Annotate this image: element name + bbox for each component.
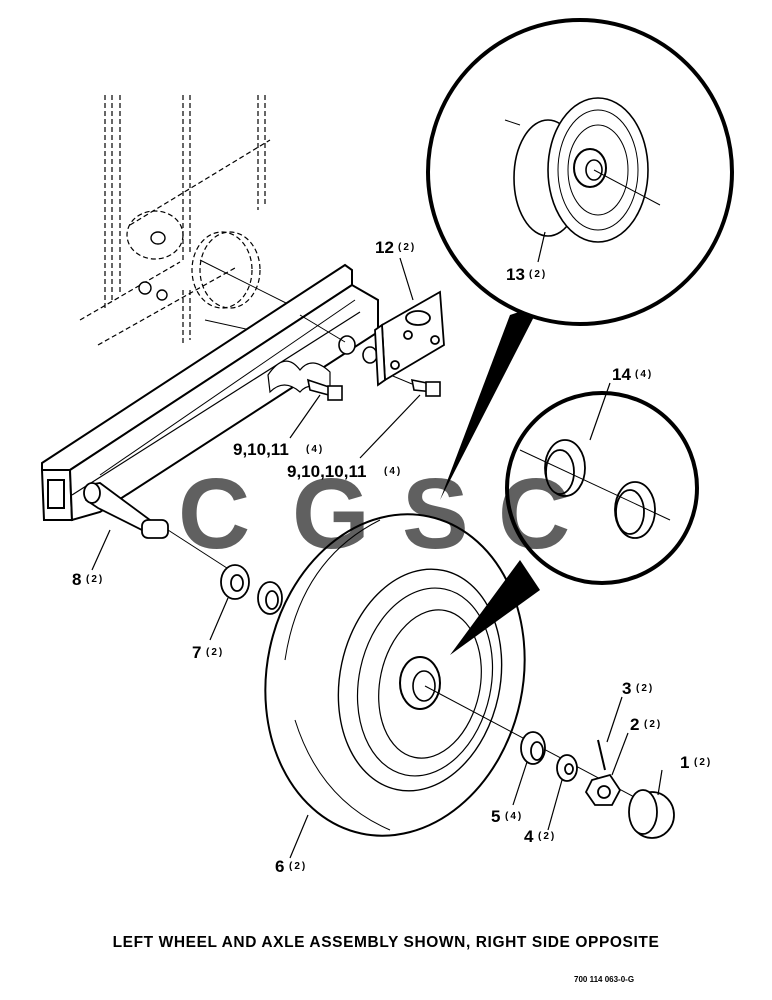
- detail-circle-14: [450, 391, 699, 655]
- callout-12: 12 (2): [375, 238, 416, 257]
- callout-1-number: 1: [680, 753, 689, 772]
- callout-4-qty: (2): [538, 831, 556, 842]
- callout-1: 1 (2): [680, 753, 712, 772]
- callout-3-qty: (2): [636, 683, 654, 694]
- callout-14-number: 14: [612, 365, 631, 384]
- callout-5-number: 5: [491, 807, 500, 826]
- machine-frame: [79, 95, 271, 346]
- callout-4-number: 4: [524, 827, 534, 846]
- axle-spindle: [83, 482, 231, 571]
- figure-caption: LEFT WHEEL AND AXLE ASSEMBLY SHOWN, RIGH…: [112, 934, 660, 951]
- callout-1-qty: (2): [694, 757, 712, 768]
- watermark-letter-c2: C: [498, 458, 570, 570]
- callout-7-qty: (2): [206, 647, 224, 658]
- callout-12-qty: (2): [398, 242, 416, 253]
- leader-lines: [91, 231, 663, 859]
- cgsc-watermark: C G S C: [178, 458, 570, 570]
- detail-circle-13: [426, 18, 734, 500]
- callout-13-qty: (2): [529, 269, 547, 280]
- callout-6-number: 6: [275, 857, 284, 876]
- callout-7: 7 (2): [192, 643, 224, 662]
- callout-5-qty: (4): [505, 811, 523, 822]
- callout-9-10-10-11: 9,10,10,11 (4): [287, 462, 402, 481]
- callout-13: 13 (2): [506, 265, 547, 284]
- axle-beam: [40, 263, 379, 522]
- watermark-letter-c1: C: [178, 458, 250, 570]
- callout-8-qty: (2): [86, 574, 104, 585]
- callout-6: 6 (2): [275, 857, 307, 876]
- callout-9-10-10-11-number: 9,10,10,11: [287, 462, 366, 481]
- callout-2-number: 2: [630, 715, 639, 734]
- callout-3: 3 (2): [622, 679, 654, 698]
- callout-14-qty: (4): [635, 369, 653, 380]
- watermark-letter-s: S: [402, 458, 469, 570]
- callout-2-qty: (2): [644, 719, 662, 730]
- callout-5: 5 (4): [491, 807, 523, 826]
- hardware-bolts: [299, 314, 441, 401]
- callout-13-number: 13: [506, 265, 525, 284]
- callout-9-10-11-number: 9,10,11: [233, 440, 289, 459]
- callout-8: 8 (2): [72, 570, 104, 589]
- callout-3-number: 3: [622, 679, 631, 698]
- callout-7-number: 7: [192, 643, 201, 662]
- drawing-number: 700 114 063-0-G: [574, 975, 635, 984]
- watermark-letter-g: G: [292, 458, 370, 570]
- callout-14: 14 (4): [612, 365, 653, 384]
- callout-9-10-11-qty: (4): [306, 444, 324, 455]
- wheel-hardware: [220, 564, 675, 839]
- callout-9-10-11: 9,10,11 (4): [233, 440, 324, 459]
- callout-2: 2 (2): [630, 715, 662, 734]
- mounting-bracket: [374, 290, 445, 387]
- callout-6-qty: (2): [289, 861, 307, 872]
- callout-8-number: 8: [72, 570, 81, 589]
- tire: [264, 513, 526, 837]
- callout-9-10-10-11-qty: (4): [384, 466, 402, 477]
- callout-4: 4 (2): [524, 827, 556, 846]
- callout-12-number: 12: [375, 238, 394, 257]
